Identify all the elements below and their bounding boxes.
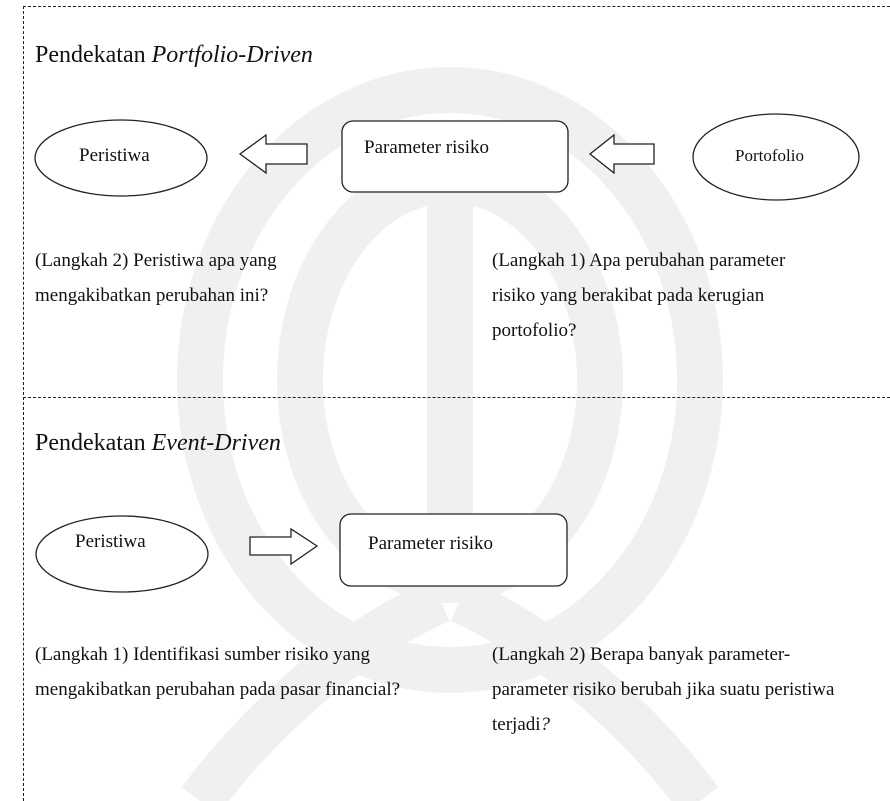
- arrow-left-2: [588, 133, 655, 175]
- frame-top-border: [23, 6, 890, 7]
- title-emphasis: Event-Driven: [151, 430, 281, 456]
- event-step2-text: (Langkah 2) Berapa banyak parameter-para…: [492, 637, 852, 742]
- portfolio-driven-title: Pendekatan Portfolio-Driven: [35, 42, 313, 69]
- peristiwa-node-label-2: Peristiwa: [75, 531, 146, 552]
- peristiwa-node-shape-1: [34, 119, 208, 197]
- portfolio-step2-text: (Langkah 2) Peristiwa apa yang mengakiba…: [35, 250, 277, 306]
- frame-left-border: [23, 6, 24, 801]
- title-prefix: Pendekatan: [35, 430, 152, 456]
- portfolio-node-shape: [692, 113, 860, 201]
- arrow-right-1: [249, 527, 319, 566]
- event-step2-question-mark: ?: [540, 714, 551, 735]
- event-driven-title: Pendekatan Event-Driven: [35, 430, 281, 457]
- portfolio-step1-text: (Langkah 1) Apa perubahan parameter risi…: [492, 250, 786, 341]
- peristiwa-node-shape-2: [35, 515, 209, 593]
- event-step2-body: (Langkah 2) Berapa banyak parameter-para…: [492, 644, 835, 735]
- title-emphasis: Portfolio-Driven: [151, 42, 313, 68]
- parameter-node-label-1: Parameter risiko: [364, 137, 490, 158]
- event-step1-text: (Langkah 1) Identifikasi sumber risiko y…: [35, 644, 401, 700]
- title-prefix: Pendekatan: [35, 42, 152, 68]
- arrow-left-1: [238, 133, 308, 175]
- peristiwa-node-label-1: Peristiwa: [79, 145, 150, 166]
- portfolio-node-label: Portofolio: [735, 146, 804, 165]
- parameter-node-shape-1: [341, 120, 569, 193]
- parameter-node-label-2: Parameter risiko: [368, 533, 494, 554]
- section-divider: [23, 397, 890, 398]
- parameter-node-shape-2: [339, 513, 568, 587]
